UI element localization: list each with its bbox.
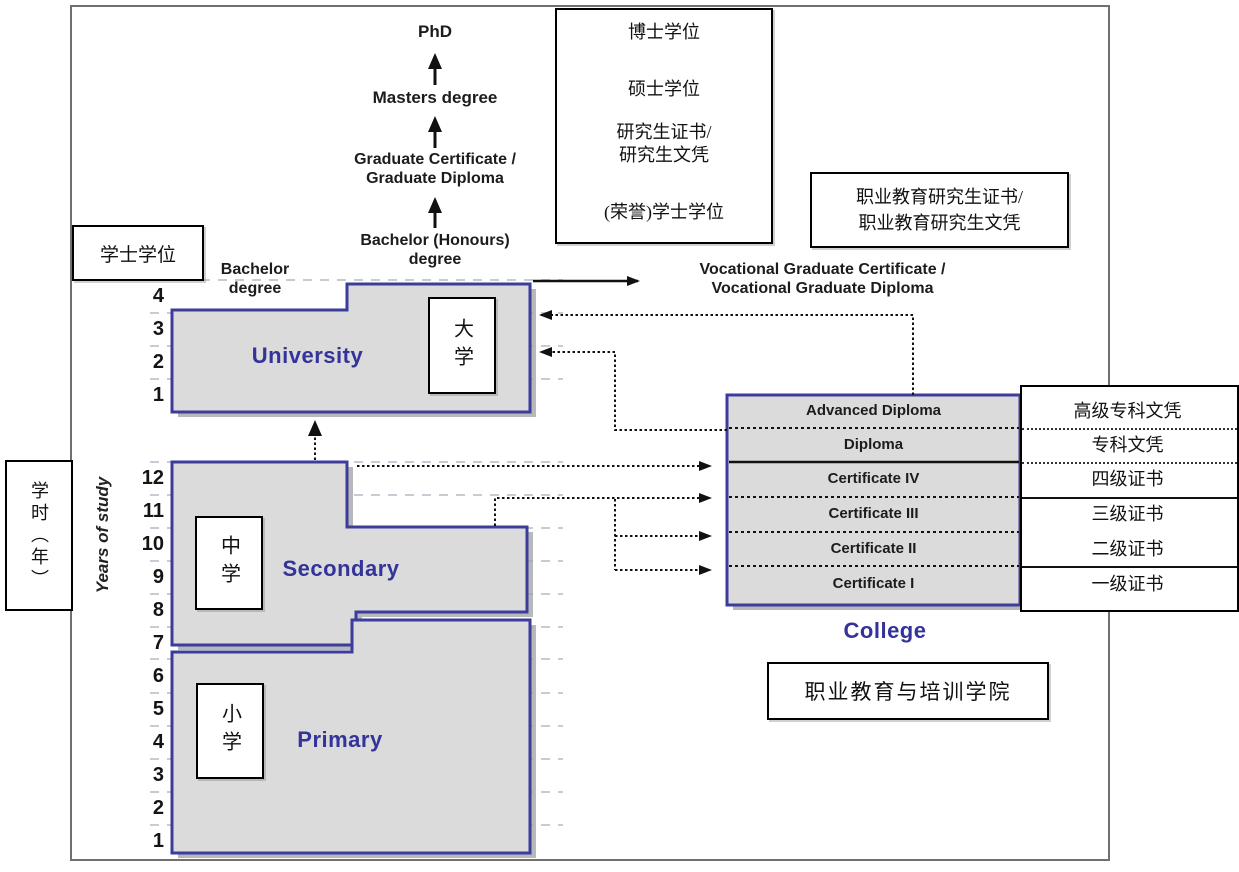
bachelor-degree-line2: degree bbox=[228, 280, 282, 297]
year10-to-certificate3-arrow bbox=[494, 493, 712, 526]
college-row-label: Advanced Diploma bbox=[805, 402, 942, 419]
university-label: University bbox=[251, 343, 364, 368]
graduate-diploma-line2: Graduate Diploma bbox=[366, 170, 504, 187]
year-label: 3 bbox=[152, 318, 164, 340]
translation-separator bbox=[1022, 428, 1237, 430]
graduate-certificate-line1: Graduate Certificate / bbox=[354, 151, 516, 168]
top-translation-box: 博士学位硕士学位研究生证书/研究生文凭 (荣誉)学士学位 bbox=[555, 8, 773, 244]
year-label: 1 bbox=[152, 384, 164, 406]
vocational-graduate-label: Vocational Graduate Certificate / Vocati… bbox=[655, 260, 990, 298]
translation-separator bbox=[1022, 566, 1237, 568]
primary-shape bbox=[170, 618, 532, 855]
college-row-translation: 专科文凭 bbox=[1091, 435, 1164, 455]
year-label: 1 bbox=[152, 830, 164, 852]
primary-label: Primary bbox=[297, 727, 383, 752]
top-translation-line: (荣誉)学士学位 bbox=[604, 202, 724, 222]
graduate-certificate-label: Graduate Certificate / Graduate Diploma bbox=[325, 150, 545, 188]
bachelor-translation-box: 学士学位 bbox=[72, 225, 204, 281]
primary-cn-box: 小学 bbox=[196, 683, 264, 779]
college-row-label: Certificate II bbox=[830, 540, 917, 557]
years-axis-cn-text: 学时（年） bbox=[29, 480, 49, 591]
articulation-arrows bbox=[357, 310, 914, 575]
top-translation-line: 研究生证书/ bbox=[616, 122, 712, 142]
college-box bbox=[725, 393, 1022, 607]
top-translation-line: 研究生文凭 bbox=[619, 145, 709, 165]
diploma-to-university-arrow bbox=[539, 347, 727, 431]
year-label: 4 bbox=[152, 731, 164, 753]
vocational-graduate-line2: Vocational Graduate Diploma bbox=[711, 280, 934, 297]
bachelor-honours-label: Bachelor (Honours) degree bbox=[325, 231, 545, 269]
college-row-label: Certificate III bbox=[828, 505, 919, 522]
bachelor-honours-line1: Bachelor (Honours) bbox=[360, 232, 510, 249]
university-cn-box: 大学 bbox=[428, 297, 496, 394]
vocational-translation-line1: 职业教育研究生证书/ bbox=[855, 187, 1023, 207]
college-row-label: Diploma bbox=[843, 436, 904, 453]
bachelor-degree-label: Bachelor degree bbox=[200, 260, 310, 298]
secondary-cn-box: 中学 bbox=[195, 516, 263, 610]
year-label: 10 bbox=[141, 533, 164, 555]
years-axis-cn-box: 学时（年） bbox=[5, 460, 73, 611]
year-label: 6 bbox=[152, 665, 164, 687]
college-row-translation: 高级专科文凭 bbox=[1073, 401, 1182, 421]
vocational-graduate-line1: Vocational Graduate Certificate / bbox=[699, 261, 946, 278]
translation-separator bbox=[1022, 462, 1237, 464]
year-label: 8 bbox=[152, 599, 164, 621]
secondary-cn-text: 中学 bbox=[217, 535, 240, 591]
college-row-translation: 二级证书 bbox=[1091, 539, 1164, 559]
year-label: 3 bbox=[152, 764, 164, 786]
college-label: College bbox=[843, 618, 927, 643]
college-row-translation: 四级证书 bbox=[1091, 469, 1164, 489]
primary-cn-text: 小学 bbox=[218, 703, 241, 759]
masters-degree-label: Masters degree bbox=[372, 88, 498, 107]
bachelor-degree-line1: Bachelor bbox=[220, 261, 290, 278]
college-row-translation: 一级证书 bbox=[1091, 574, 1164, 594]
vocational-translation-line2: 职业教育研究生文凭 bbox=[858, 213, 1021, 233]
top-translation-line: 博士学位 bbox=[628, 22, 700, 42]
college-cn-text: 职业教育与培训学院 bbox=[804, 680, 1012, 704]
advanced-diploma-to-university-arrow bbox=[539, 310, 914, 395]
year-label: 5 bbox=[152, 698, 164, 720]
years-of-study-label: Years of study bbox=[93, 476, 112, 594]
year-label: 2 bbox=[152, 351, 164, 373]
secondary-label: Secondary bbox=[282, 556, 400, 581]
college-row-label: Certificate IV bbox=[827, 470, 920, 487]
year-label: 4 bbox=[152, 285, 164, 307]
year-label: 2 bbox=[152, 797, 164, 819]
year-label: 12 bbox=[141, 467, 164, 489]
college-row-translation: 三级证书 bbox=[1091, 504, 1164, 524]
translation-separator bbox=[1022, 497, 1237, 499]
bachelor-translation-text: 学士学位 bbox=[99, 244, 176, 266]
bachelor-honours-line2: degree bbox=[408, 251, 462, 268]
year-label: 7 bbox=[152, 632, 164, 654]
college-row-label: Certificate I bbox=[832, 575, 915, 592]
vocational-translation-box: 职业教育研究生证书/ 职业教育研究生文凭 bbox=[810, 172, 1069, 248]
college-translation-box bbox=[1020, 385, 1239, 612]
phd-label: PhD bbox=[418, 22, 452, 41]
top-translation-line: 硕士学位 bbox=[628, 79, 700, 99]
year-label: 11 bbox=[142, 500, 164, 522]
college-cn-box: 职业教育与培训学院 bbox=[767, 662, 1049, 720]
university-cn-text: 大学 bbox=[450, 317, 473, 374]
college-row-separators bbox=[729, 427, 1019, 567]
year-label: 9 bbox=[152, 566, 164, 588]
